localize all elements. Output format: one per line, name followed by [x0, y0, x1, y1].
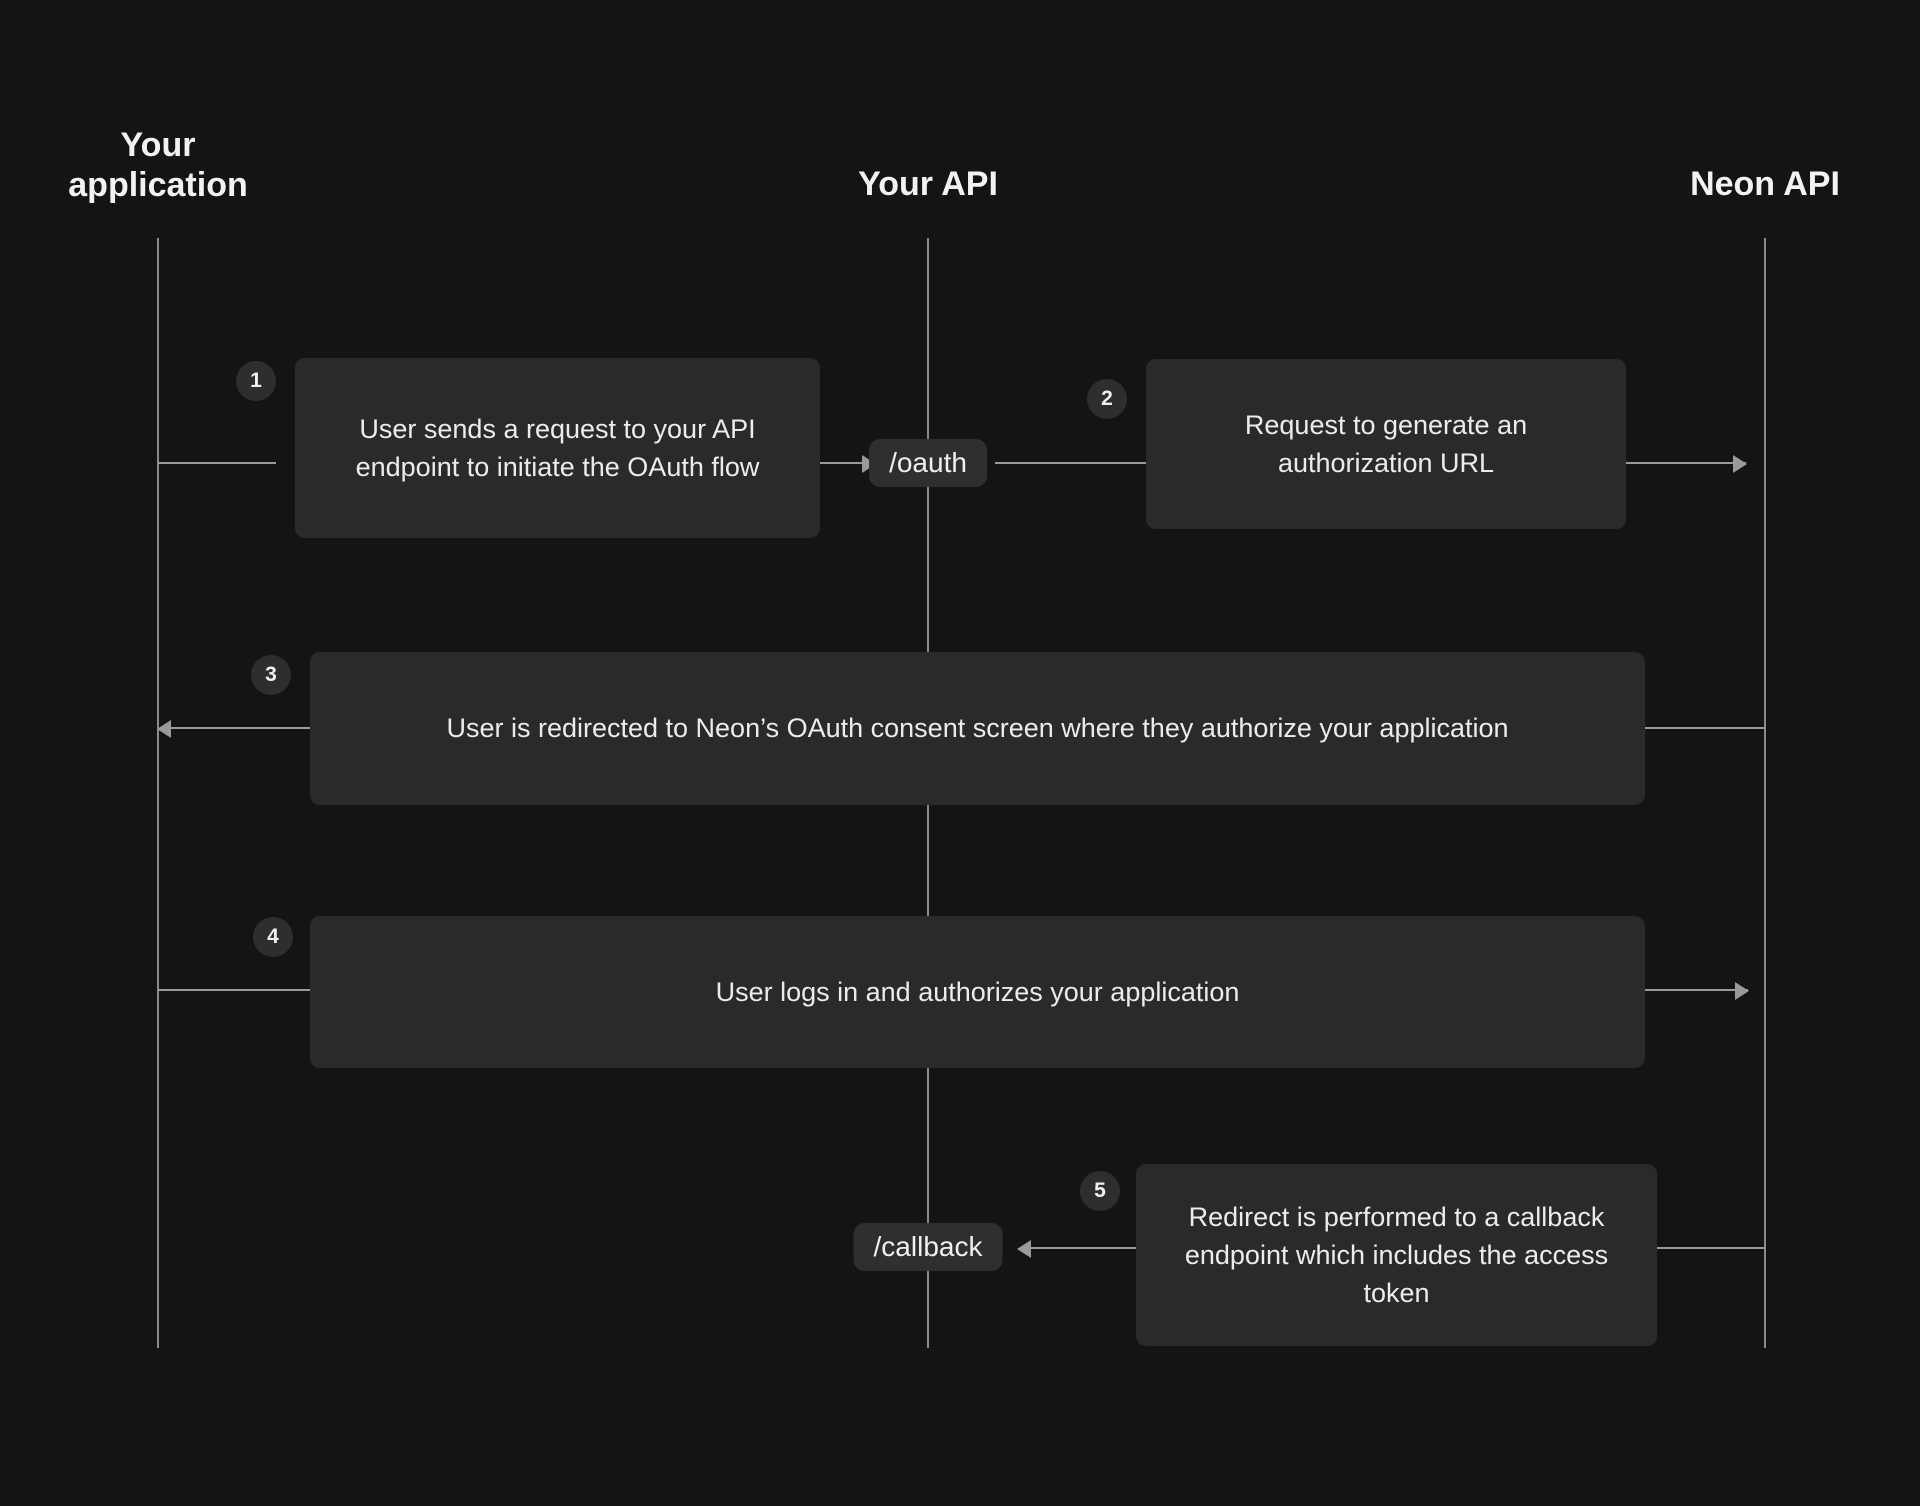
- message-box-step-2: Request to generate an authorization URL: [1146, 359, 1626, 529]
- connector-step-2-left: [995, 462, 1147, 464]
- message-box-step-3: User is redirected to Neon’s OAuth conse…: [310, 652, 1645, 805]
- connector-step-2-right: [1626, 462, 1746, 464]
- lifeline-rule-your-application: [157, 238, 159, 1348]
- step-badge-3: 3: [251, 655, 291, 695]
- arrowhead-step-5: [1017, 1240, 1031, 1258]
- arrowhead-step-3: [157, 720, 171, 738]
- message-text-step-5: Redirect is performed to a callback endp…: [1184, 1201, 1609, 1309]
- step-badge-1: 1: [236, 361, 276, 401]
- arrowhead-step-4: [1735, 982, 1749, 1000]
- connector-step-4-right: [1645, 989, 1748, 991]
- connector-step-1-right: [815, 462, 878, 464]
- message-text-step-3: User is redirected to Neon’s OAuth conse…: [446, 713, 1509, 744]
- step-badge-4: 4: [253, 917, 293, 957]
- step-badge-2: 2: [1087, 379, 1127, 419]
- message-box-step-5: Redirect is performed to a callback endp…: [1136, 1164, 1657, 1346]
- connector-step-4-left: [158, 989, 310, 991]
- message-box-step-1: User sends a request to your API endpoin…: [295, 358, 820, 538]
- connector-step-3-left: [170, 727, 310, 729]
- lifeline-header-your-api: Your API: [858, 165, 998, 203]
- endpoint-pill-callback[interactable]: /callback: [853, 1223, 1003, 1271]
- message-box-step-4: User logs in and authorizes your applica…: [310, 916, 1645, 1068]
- lifeline-header-neon-api: Neon API: [1690, 165, 1840, 203]
- step-badge-5: 5: [1080, 1171, 1120, 1211]
- connector-step-1-left: [158, 462, 276, 464]
- connector-step-5-left: [1030, 1247, 1136, 1249]
- arrowhead-step-2: [1733, 455, 1747, 473]
- message-text-step-4: User logs in and authorizes your applica…: [715, 976, 1240, 1007]
- connector-step-5-right: [1657, 1247, 1765, 1249]
- connector-step-3-right: [1645, 727, 1765, 729]
- lifeline-header-your-application: Your application: [68, 126, 248, 204]
- message-text-step-1: User sends a request to your API endpoin…: [355, 413, 760, 482]
- lifeline-rule-neon-api: [1764, 238, 1766, 1348]
- message-text-step-2: Request to generate an authorization URL: [1244, 409, 1528, 478]
- endpoint-pill-oauth[interactable]: /oauth: [869, 439, 987, 487]
